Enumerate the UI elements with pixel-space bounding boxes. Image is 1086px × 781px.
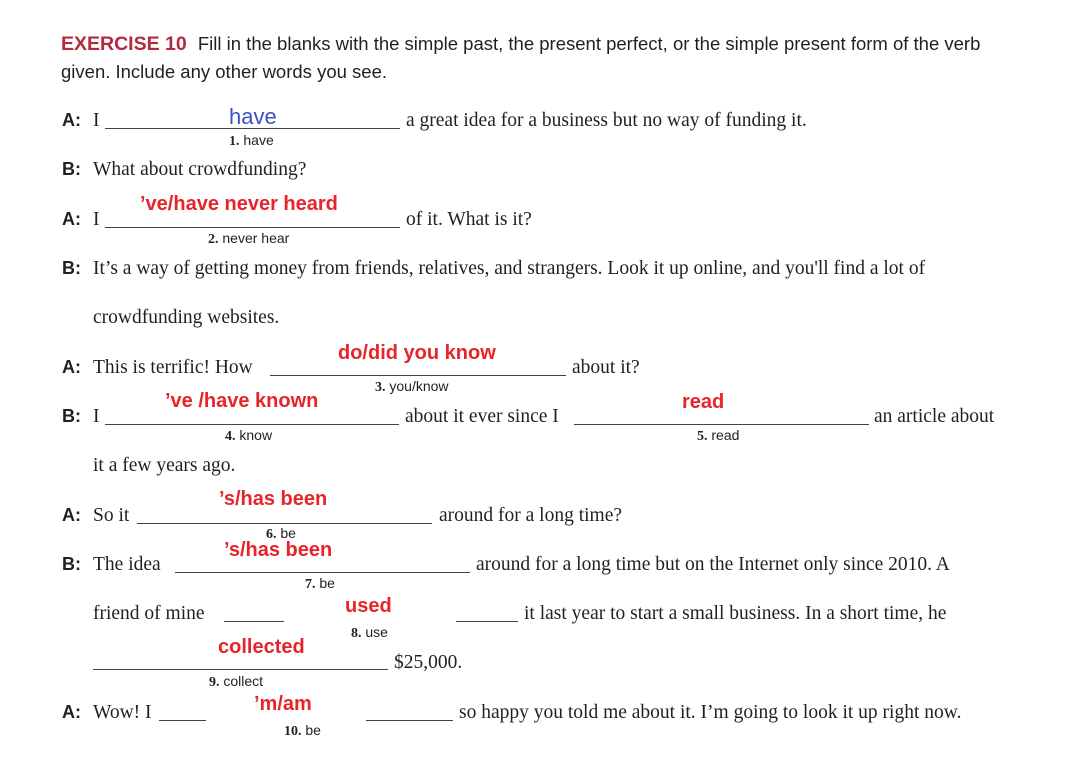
cue-6: 6. be xyxy=(266,525,296,542)
blank-7-line xyxy=(175,572,470,573)
answer-4[interactable]: ’ve /have known xyxy=(165,390,319,412)
line-text: So it xyxy=(93,505,130,526)
cue-9: 9. collect xyxy=(209,673,264,690)
blank-3-line xyxy=(270,375,566,376)
cue-1: 1. have xyxy=(229,132,274,149)
line-text: friend of mine xyxy=(93,603,205,624)
blank-4-line xyxy=(105,424,399,425)
speaker-label: B: xyxy=(62,406,81,426)
blank-1-line xyxy=(105,128,400,129)
cue-8: 8. use xyxy=(351,624,388,641)
speaker-label: A: xyxy=(62,505,81,525)
line-text: a great idea for a business but no way o… xyxy=(406,110,807,131)
exercise-header: EXERCISE 10 Fill in the blanks with the … xyxy=(61,30,1021,86)
answer-8[interactable]: used xyxy=(345,595,392,617)
blank-6-line xyxy=(137,523,432,524)
blank-2-line xyxy=(105,227,400,228)
answer-6[interactable]: ’s/has been xyxy=(219,488,328,510)
blank-8-line-right xyxy=(456,621,518,622)
speaker-label: B: xyxy=(62,554,81,574)
line-text: $25,000. xyxy=(394,652,463,673)
line-text: of it. What is it? xyxy=(406,209,532,230)
cue-3: 3. you/know xyxy=(375,378,449,395)
line-text: I xyxy=(93,209,100,230)
line-text: an article about xyxy=(874,406,995,427)
line-text: Wow! I xyxy=(93,702,152,723)
answer-9[interactable]: collected xyxy=(218,636,305,658)
line-text: so happy you told me about it. I’m going… xyxy=(459,702,962,723)
speaker-label: B: xyxy=(62,159,81,179)
answer-1[interactable]: have xyxy=(229,104,277,129)
line-text: This is terrific! How xyxy=(93,357,253,378)
line-text: crowdfunding websites. xyxy=(93,307,280,328)
exercise-label: EXERCISE 10 xyxy=(61,33,187,55)
answer-10[interactable]: ’m/am xyxy=(254,693,312,715)
line-text: I xyxy=(93,110,100,131)
line-text: about it? xyxy=(572,357,640,378)
speaker-label: A: xyxy=(62,209,81,229)
line-text: around for a long time but on the Intern… xyxy=(476,554,950,575)
cue-4: 4. know xyxy=(225,427,273,444)
cue-5: 5. read xyxy=(697,427,740,444)
line-text: The idea xyxy=(93,554,161,575)
answer-5[interactable]: read xyxy=(682,391,725,413)
speaker-label: A: xyxy=(62,110,81,130)
line-text: around for a long time? xyxy=(439,505,623,526)
cue-2: 2. never hear xyxy=(208,230,290,247)
speaker-label: A: xyxy=(62,357,81,377)
line-text: It’s a way of getting money from friends… xyxy=(93,258,926,279)
line-text: it last year to start a small business. … xyxy=(524,603,947,624)
line-text: about it ever since I xyxy=(405,406,559,427)
speaker-label: A: xyxy=(62,702,81,722)
answer-3[interactable]: do/did you know xyxy=(338,342,496,364)
blank-10-line-left xyxy=(159,720,206,721)
cue-7: 7. be xyxy=(305,575,335,592)
line-text: I xyxy=(93,406,100,427)
blank-9-line xyxy=(93,669,388,670)
line-text: What about crowdfunding? xyxy=(93,159,307,180)
cue-10: 10. be xyxy=(284,722,321,739)
blank-8-line-left xyxy=(224,621,284,622)
line-text: it a few years ago. xyxy=(93,455,236,476)
speaker-label: B: xyxy=(62,258,81,278)
answer-7[interactable]: ’s/has been xyxy=(224,539,333,561)
blank-10-line-right xyxy=(366,720,453,721)
exercise-instructions: Fill in the blanks with the simple past,… xyxy=(61,33,981,82)
answer-2[interactable]: ’ve/have never heard xyxy=(140,193,338,215)
blank-5-line xyxy=(574,424,869,425)
